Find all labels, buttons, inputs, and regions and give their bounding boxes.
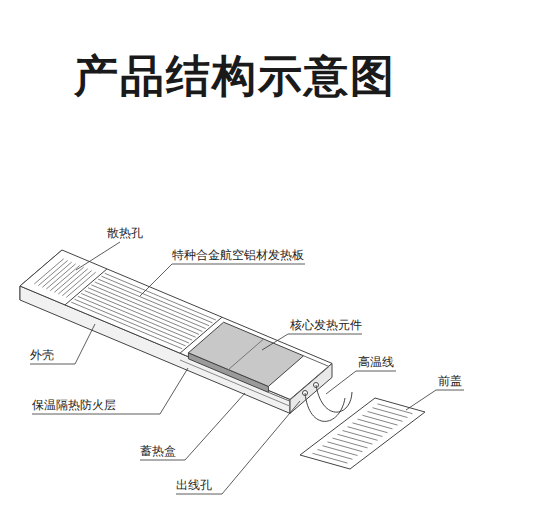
vent-slot [50,265,79,290]
heating-element [188,322,303,386]
title: 产品结构示意图 [74,50,396,102]
vent-slot [38,260,67,285]
part-label: 出线孔 [176,478,212,492]
box-rim [268,356,329,401]
plate-groove [71,302,182,349]
vent-slot [54,267,83,292]
vent-slot [58,269,87,294]
plate-groove [101,276,212,323]
plate-groove [78,296,189,343]
leader-line [30,324,95,364]
cover-slot [363,415,398,425]
plate-groove [88,288,199,335]
leader-line [140,393,245,460]
part-label: 外壳 [30,348,54,362]
part-label: 前盖 [438,374,462,388]
plate-groove [75,299,186,346]
part-label: 蓄热盒 [140,444,176,458]
leader-line [262,334,362,350]
leader-line [176,401,300,494]
cover-slot [368,412,403,422]
cover-slot [358,419,393,429]
cover-slot [318,450,353,460]
leader-line [32,368,188,414]
cover-slot [333,438,368,448]
plate-groove [105,273,216,320]
leader-line [326,371,396,394]
leader-line [406,390,464,410]
plate-groove [85,291,196,338]
part-label: 保温隔热防火层 [32,398,116,412]
leader-line [140,264,305,296]
part-label: 核心发热元件 [290,318,362,332]
cover-slot [348,427,383,437]
front-cover [300,398,425,469]
plate-groove [98,279,209,326]
top-face [20,250,332,399]
plate-groove [81,294,192,341]
element-divider [228,339,263,370]
leader-line [76,242,120,270]
cover-slot [353,423,388,433]
part-label: 高温线 [358,355,394,369]
vent-slot [34,259,63,284]
part-label: 特种合金航空铝材发热板 [172,248,304,262]
high-temp-wire [316,385,352,412]
plate-groove [95,282,206,329]
cover-slot [343,431,378,441]
cover-slot [373,408,408,418]
plate-groove [91,285,202,332]
vent-slot [42,262,71,287]
part-label: 散热孔 [107,226,143,240]
cover-slot [338,434,373,444]
cover-slot [313,453,348,463]
vent-slot [46,264,75,289]
cover-slot [328,442,363,452]
cover-slot [323,446,358,456]
